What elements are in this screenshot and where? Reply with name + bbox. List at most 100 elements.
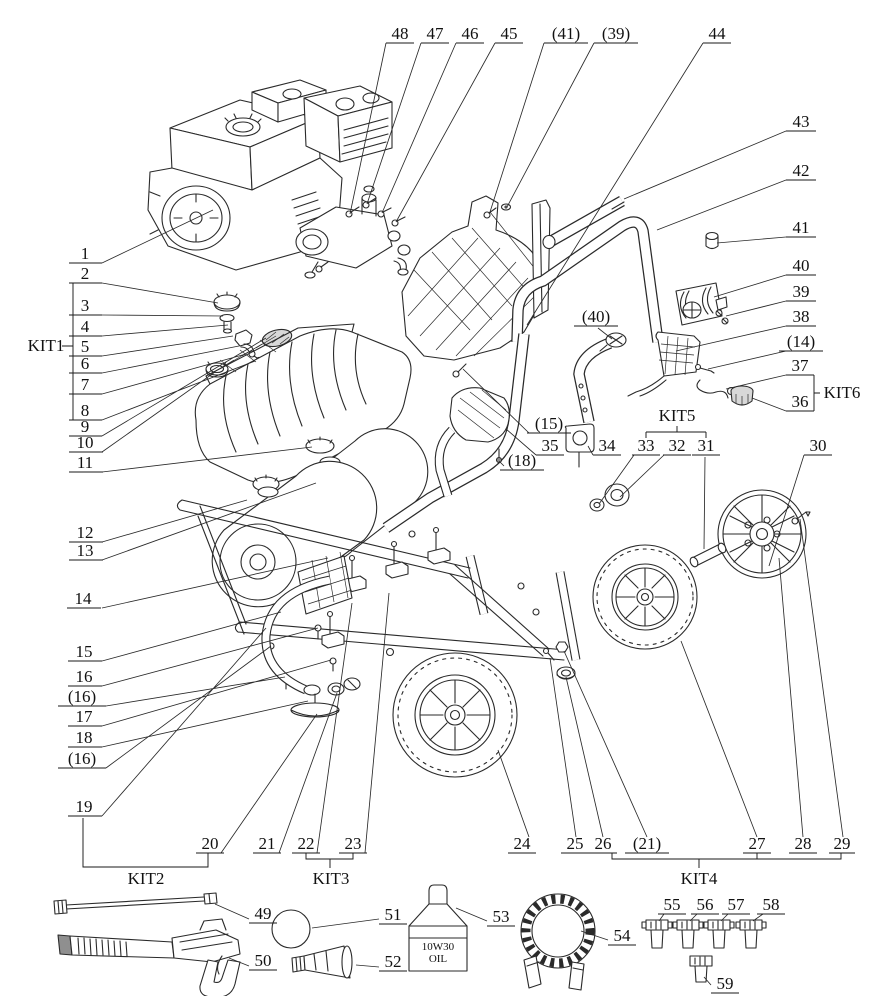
frame-and-handle-illustration [382,195,664,661]
callout-20: 20 [202,834,219,853]
callout-33: 33 [638,436,655,455]
axle-parts-illustration [589,483,811,568]
hose-illustration [520,893,596,991]
callout-underlines [58,42,855,994]
spray-gun-illustration [57,918,241,996]
oil-bottle-text-line2: OIL [429,953,448,965]
tip-56 [672,919,704,949]
callout-49: 49 [255,904,272,923]
callout-15: 15 [76,642,93,661]
callout-1: 1 [81,244,90,263]
kit1-label: KIT1 [28,336,65,355]
pump-bolts [315,197,406,273]
callout-6: 6 [81,354,90,373]
callout-16-ref-a: (16) [68,687,96,706]
callout-15-ref: (15) [535,414,563,433]
callout-21: 21 [259,834,276,853]
callout-5: 5 [81,337,90,356]
tip-57 [703,919,735,949]
callout-13: 13 [77,541,94,560]
nozzle-tips-illustration [641,919,767,983]
callout-45: 45 [501,24,518,43]
callout-59: 59 [717,974,734,993]
kit3-label: KIT3 [313,869,350,888]
callout-40-ref: (40) [582,307,610,326]
kit6-label: KIT6 [824,383,861,402]
callout-34: 34 [599,436,617,455]
handle-clamp-illustration [599,231,729,352]
kit4-label: KIT4 [681,869,718,888]
tube-43-end-mark [611,201,625,210]
tip-58 [735,919,767,949]
oil-bottle-illustration [408,884,468,972]
kit-brackets [62,283,842,868]
callout-40: 40 [793,256,810,275]
callout-48: 48 [392,24,409,43]
callout-2: 2 [81,264,90,283]
rubber-mounts [321,526,451,649]
base-housing-illustration [194,323,412,484]
callout-17: 17 [76,707,94,726]
callout-52: 52 [385,952,402,971]
callout-37: 37 [792,356,810,375]
callout-56: 56 [697,895,714,914]
tanks-illustration [211,428,429,608]
callout-29: 29 [834,834,851,853]
oil-bottle-text-line1: 10W30 [422,941,455,953]
callout-50: 50 [255,951,272,970]
callout-28: 28 [795,834,812,853]
callout-19: 19 [76,797,93,816]
callout-35: 35 [542,436,559,455]
callout-22: 22 [298,834,315,853]
callout-30: 30 [810,436,827,455]
callout-53: 53 [493,907,510,926]
callout-11: 11 [77,453,93,472]
callout-10: 10 [77,433,94,452]
callout-9: 9 [81,417,90,436]
callout-44: 44 [709,24,727,43]
callout-27: 27 [749,834,767,853]
callout-labels: 1 2 3 4 5 6 7 8 9 10 11 12 13 14 15 16 (… [28,24,861,993]
callout-51: 51 [385,905,402,924]
callout-54: 54 [614,926,632,945]
leader-lines [101,42,844,986]
callout-36: 36 [792,392,809,411]
callout-39: 39 [793,282,810,301]
callout-14: 14 [75,589,93,608]
callout-7: 7 [81,375,90,394]
callout-14-ref: (14) [787,332,815,351]
callout-39-ref: (39) [602,24,630,43]
spray-wand-illustration [53,892,218,915]
kit2-label: KIT2 [128,869,165,888]
callout-18: 18 [76,728,93,747]
callout-55: 55 [664,895,681,914]
callout-16-ref-b: (16) [68,749,96,768]
callout-25: 25 [567,834,584,853]
kit5-label: KIT5 [659,406,696,425]
tip-55 [641,919,673,949]
wheel-rim-illustration [717,489,807,579]
injector-parts-illustration [213,291,267,366]
callout-41-ref: (41) [552,24,580,43]
tip-59 [689,955,713,983]
oring-illustration [271,909,311,949]
callout-21-ref: (21) [633,834,661,853]
callout-16: 16 [76,667,93,686]
callout-38: 38 [793,307,810,326]
pump-illustration [295,185,411,279]
callout-23: 23 [345,834,362,853]
chemical-nozzle-illustration [291,945,353,979]
callout-24: 24 [514,834,532,853]
callout-12: 12 [77,523,94,542]
callout-58: 58 [763,895,780,914]
callout-4: 4 [81,317,90,336]
callout-57: 57 [728,895,746,914]
front-wheel-illustration [392,652,518,778]
callout-3: 3 [81,296,90,315]
callout-46: 46 [462,24,479,43]
callout-41: 41 [793,218,810,237]
rear-wheel-illustration [592,544,698,650]
callout-32: 32 [669,436,686,455]
callout-8: 8 [81,401,90,420]
